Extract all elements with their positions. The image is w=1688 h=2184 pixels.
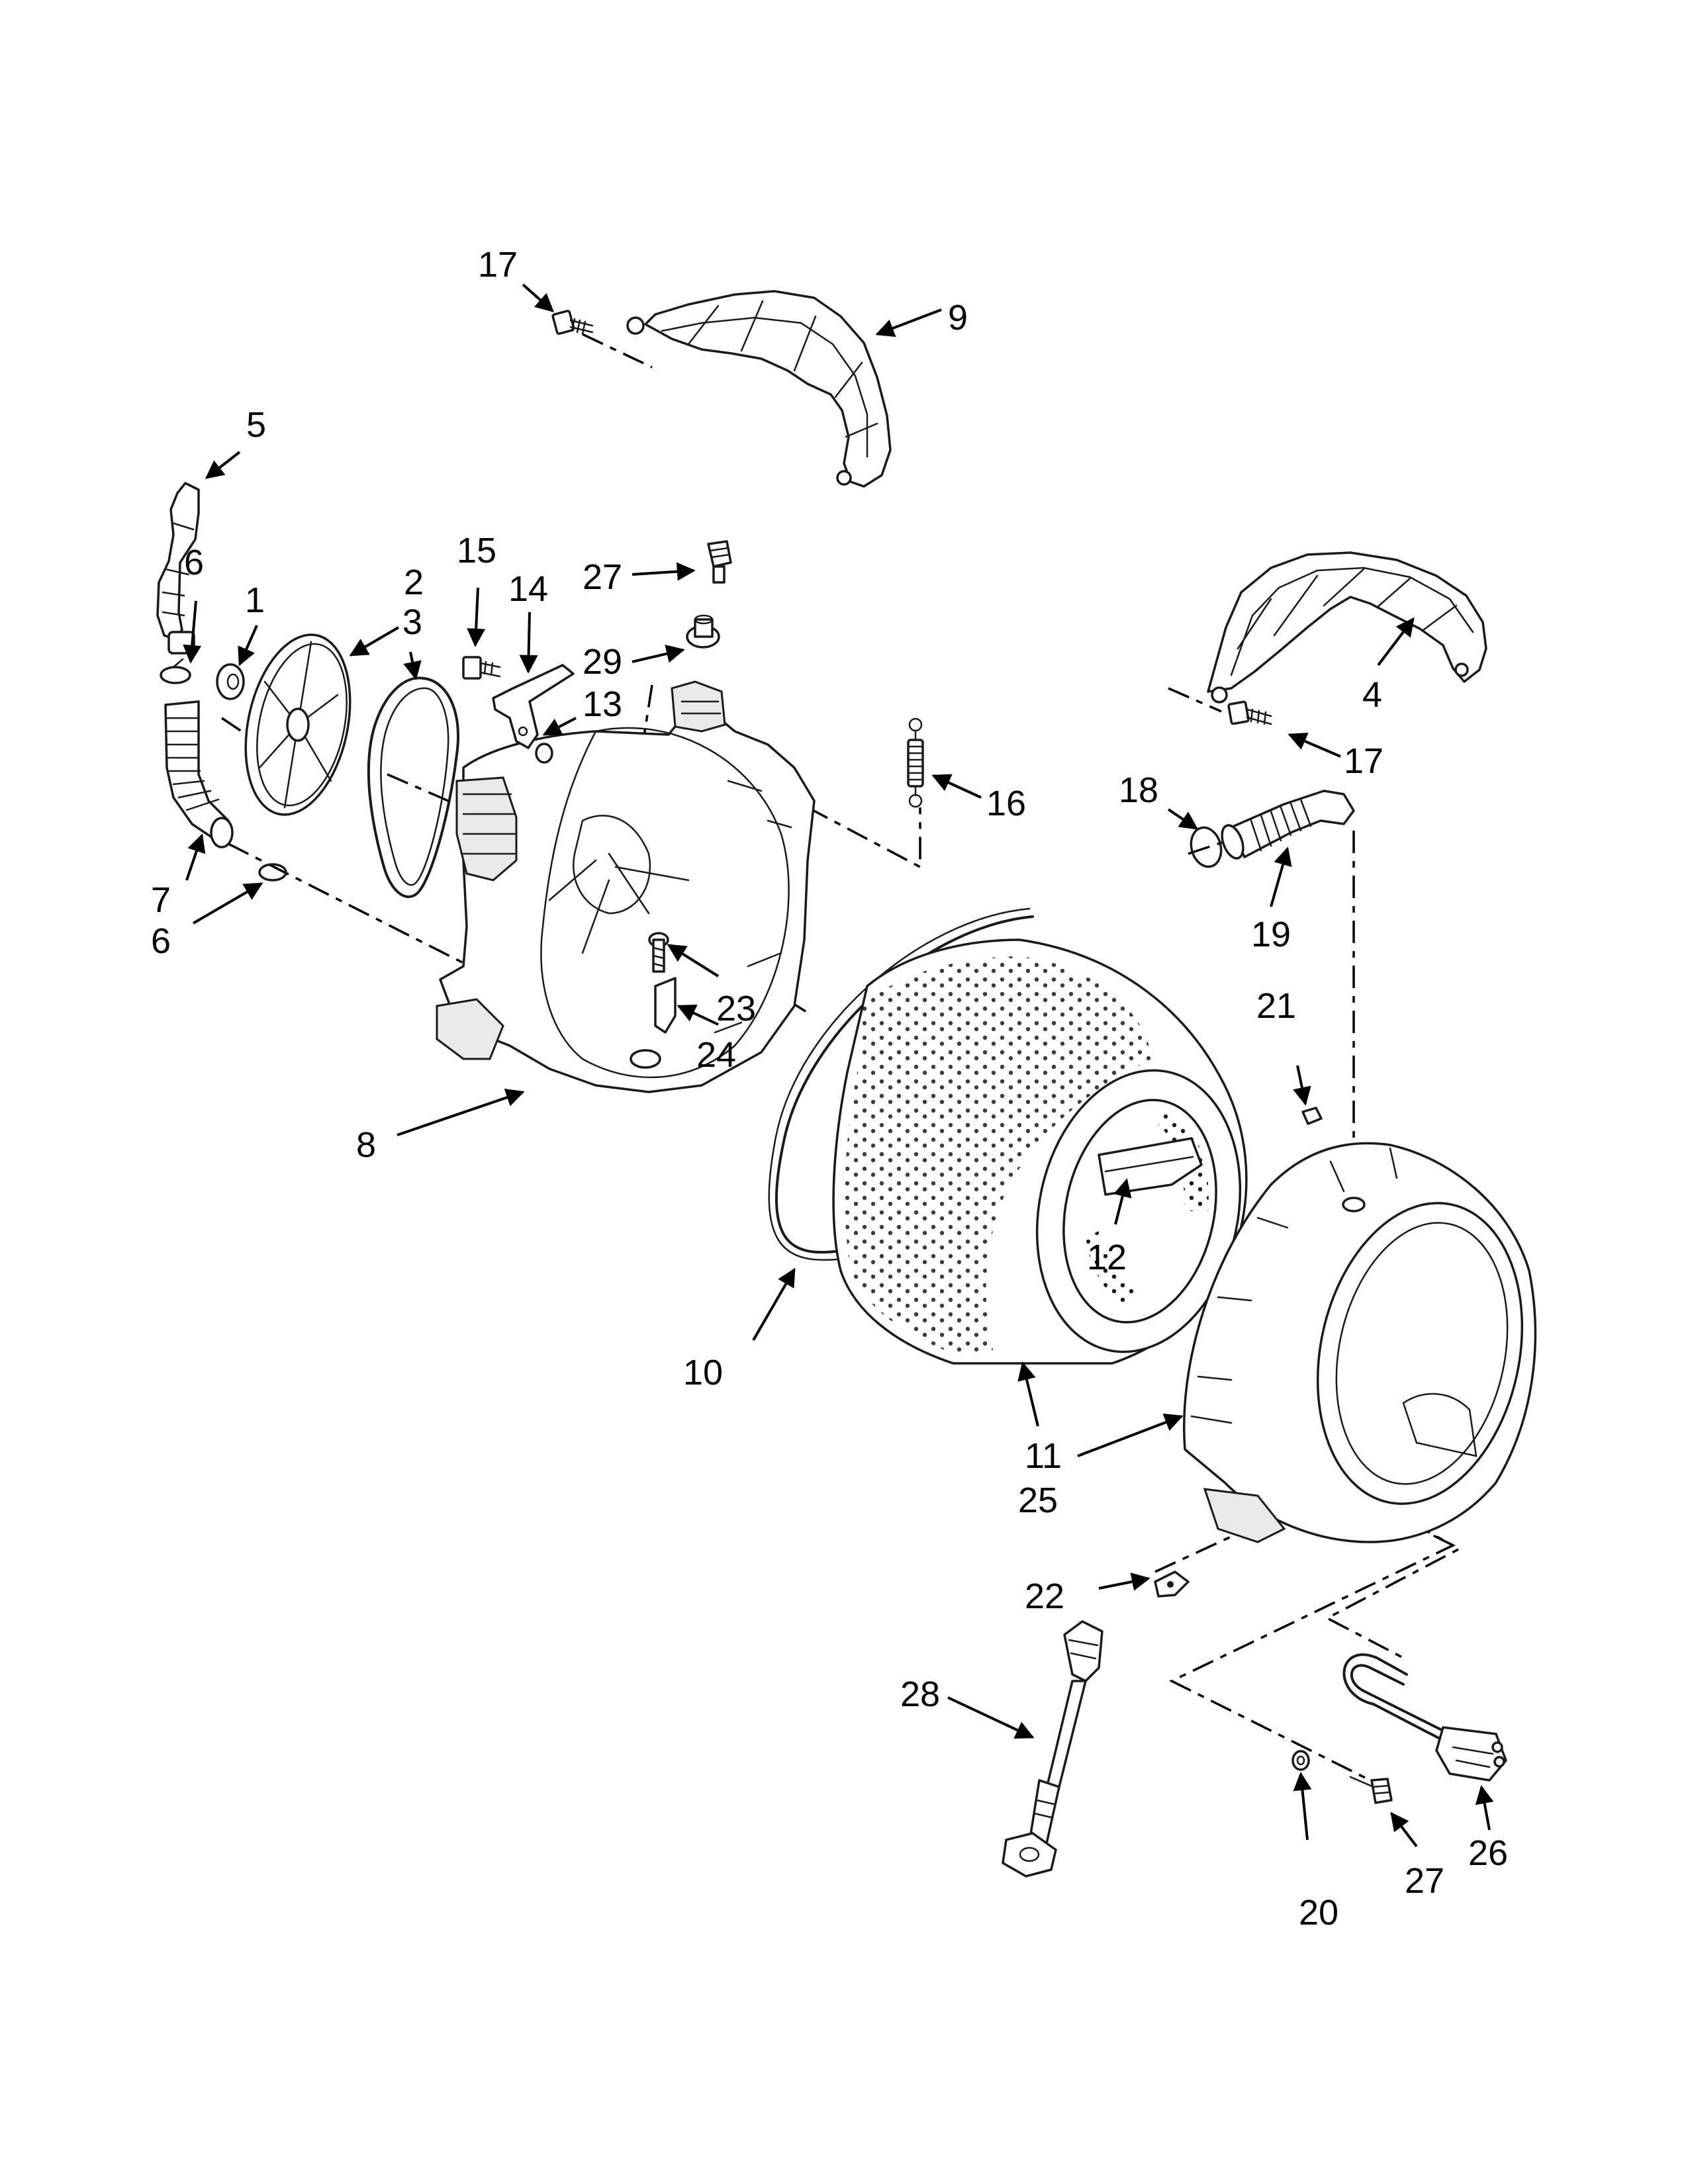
callout-18: 18: [1119, 770, 1158, 810]
callout-25: 25: [1018, 1480, 1058, 1520]
callout-19: 19: [1251, 915, 1291, 954]
part-19-tub-hose: [1221, 790, 1355, 860]
bolt-17-right: [1227, 700, 1272, 725]
part-21-pad: [1301, 1107, 1323, 1125]
part-10-tub-seal: [768, 907, 1034, 1261]
callout-28: 28: [900, 1674, 940, 1714]
part-14-lever: [492, 664, 575, 749]
callout-11: 11: [1025, 1436, 1062, 1476]
assembly-lines: [221, 333, 1462, 1792]
part-18-clamp: [1190, 826, 1223, 868]
callout-12: 12: [1087, 1238, 1127, 1277]
part-24-clip: [630, 977, 677, 1069]
callout-9: 9: [948, 298, 968, 338]
callout-5: 5: [246, 405, 266, 445]
part-28-shock-absorber: [1002, 1620, 1103, 1878]
callout-27-bottom: 27: [1405, 1861, 1444, 1901]
leader-arrows: [183, 283, 1494, 1848]
part-6-clamp-lower: [258, 863, 287, 882]
part-9-counterweight-bracket: [626, 290, 892, 488]
callout-6-upper: 6: [184, 543, 204, 582]
part-15-screw: [462, 656, 501, 680]
callout-1: 1: [245, 580, 265, 620]
callout-8: 8: [356, 1125, 376, 1165]
callout-6-lower: 6: [151, 921, 171, 961]
callout-13: 13: [583, 684, 622, 724]
callout-24: 24: [696, 1035, 736, 1075]
part-8-rear-tub: [436, 680, 816, 1093]
callout-29: 29: [583, 642, 622, 682]
callout-4: 4: [1362, 675, 1382, 715]
callout-20: 20: [1299, 1893, 1338, 1933]
part-4-counterweight-bracket: [1207, 551, 1487, 704]
part-6-clamp-upper: [160, 658, 191, 684]
bolt-17-top: [551, 310, 594, 335]
callout-22: 22: [1025, 1576, 1064, 1616]
part-2-pulley: [244, 633, 352, 816]
part-20-nut: [1291, 1750, 1310, 1771]
part-27-sensor-top: [707, 540, 732, 584]
part-25-front-tub: [1183, 1142, 1537, 1543]
part-29-grommet: [686, 614, 720, 649]
callout-16: 16: [986, 784, 1026, 823]
part-22-pad: [1154, 1570, 1190, 1598]
callout-27-top: 27: [583, 557, 622, 597]
callout-14: 14: [508, 569, 548, 609]
callout-7: 7: [151, 880, 171, 920]
callout-23: 23: [716, 989, 756, 1028]
callout-10: 10: [683, 1353, 723, 1392]
part-5-inlet-connector: [156, 482, 200, 655]
callout-15: 15: [457, 531, 496, 570]
callout-21: 21: [1256, 986, 1296, 1026]
callout-2: 2: [404, 563, 424, 602]
callout-labels: 17 9 5 6 1 2 3 15 14 27 29 13 16 18 19 4…: [151, 245, 1508, 1933]
part-11-basket: [832, 938, 1248, 1365]
part-23-bolt: [648, 932, 669, 973]
part-3-belt: [367, 676, 460, 898]
callout-17-right: 17: [1344, 741, 1383, 781]
part-7-hose: [164, 700, 234, 848]
part-13-o-ring: [535, 743, 553, 764]
part-27-sensor-bottom: [1349, 1776, 1393, 1804]
part-1-nut: [216, 663, 245, 700]
part-16-spring: [907, 717, 924, 808]
callout-17-top: 17: [478, 245, 518, 285]
callout-26: 26: [1468, 1833, 1508, 1873]
part-26-heater: [1342, 1653, 1507, 1782]
callout-3: 3: [402, 602, 422, 642]
